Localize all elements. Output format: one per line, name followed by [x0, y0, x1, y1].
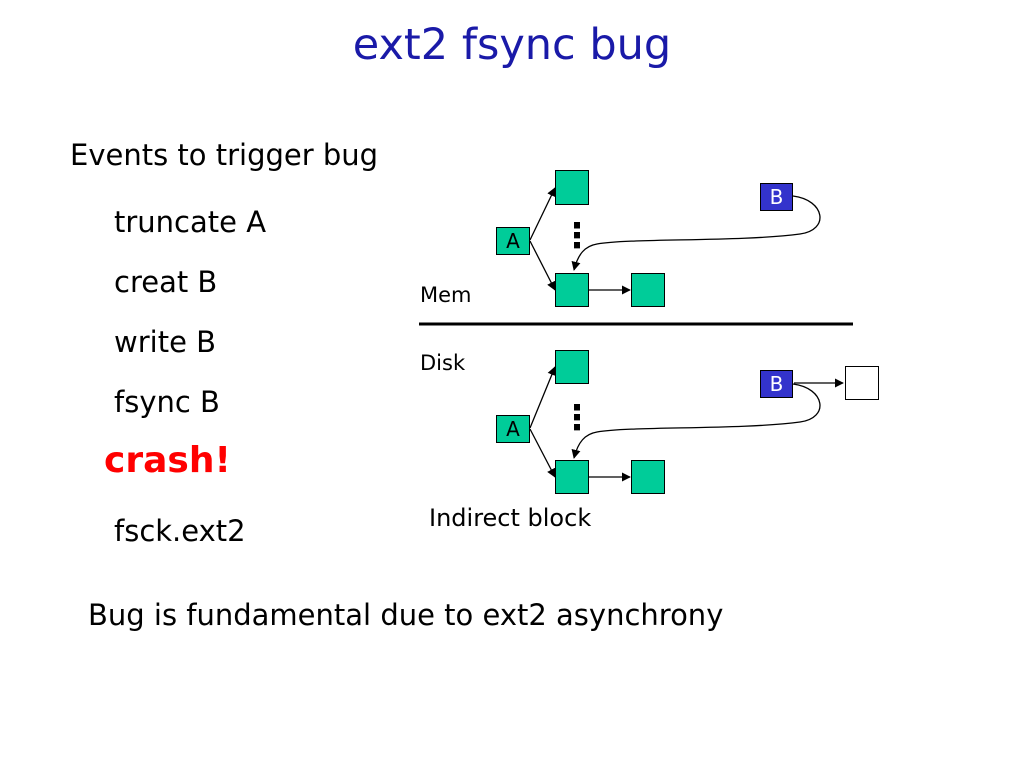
- step-creat: creat B: [114, 265, 218, 299]
- mem-edge-a-bottom: [529, 240, 556, 291]
- mem-inode-a: A: [496, 227, 530, 255]
- disk-label: Disk: [420, 351, 466, 375]
- step-fsck: fsck.ext2: [114, 514, 246, 548]
- step-fsync: fsync B: [114, 385, 220, 419]
- mem-label: Mem: [420, 283, 472, 307]
- disk-edge-b-indirect: [571, 383, 821, 459]
- step-truncate: truncate A: [114, 205, 267, 239]
- mem-edge-a-top: [529, 187, 556, 241]
- crash-label: crash!: [104, 440, 231, 481]
- disk-data-block-right: [631, 460, 665, 494]
- disk-ellipsis: ⋮: [560, 398, 594, 438]
- mem-indirect-block: [555, 273, 589, 307]
- slide-title: ext2 fsync bug: [352, 20, 672, 70]
- disk-inode-b: B: [760, 370, 793, 398]
- mem-ellipsis: ⋮: [560, 216, 594, 256]
- footer-note: Bug is fundamental due to ext2 asynchron…: [88, 598, 724, 632]
- step-write: write B: [114, 325, 217, 359]
- disk-edge-a-bottom: [529, 428, 556, 478]
- disk-b-data-block: [845, 366, 879, 400]
- disk-indirect-block: [555, 460, 589, 494]
- events-heading: Events to trigger bug: [70, 138, 379, 172]
- indirect-block-label: Indirect block: [429, 504, 592, 532]
- disk-data-block-top: [555, 350, 589, 384]
- disk-edge-a-top: [529, 366, 557, 429]
- mem-data-block-right: [631, 273, 665, 307]
- disk-inode-a: A: [496, 415, 530, 443]
- mem-edge-b-indirect: [571, 195, 821, 271]
- mem-inode-b: B: [760, 183, 793, 211]
- mem-data-block-top: [555, 170, 589, 205]
